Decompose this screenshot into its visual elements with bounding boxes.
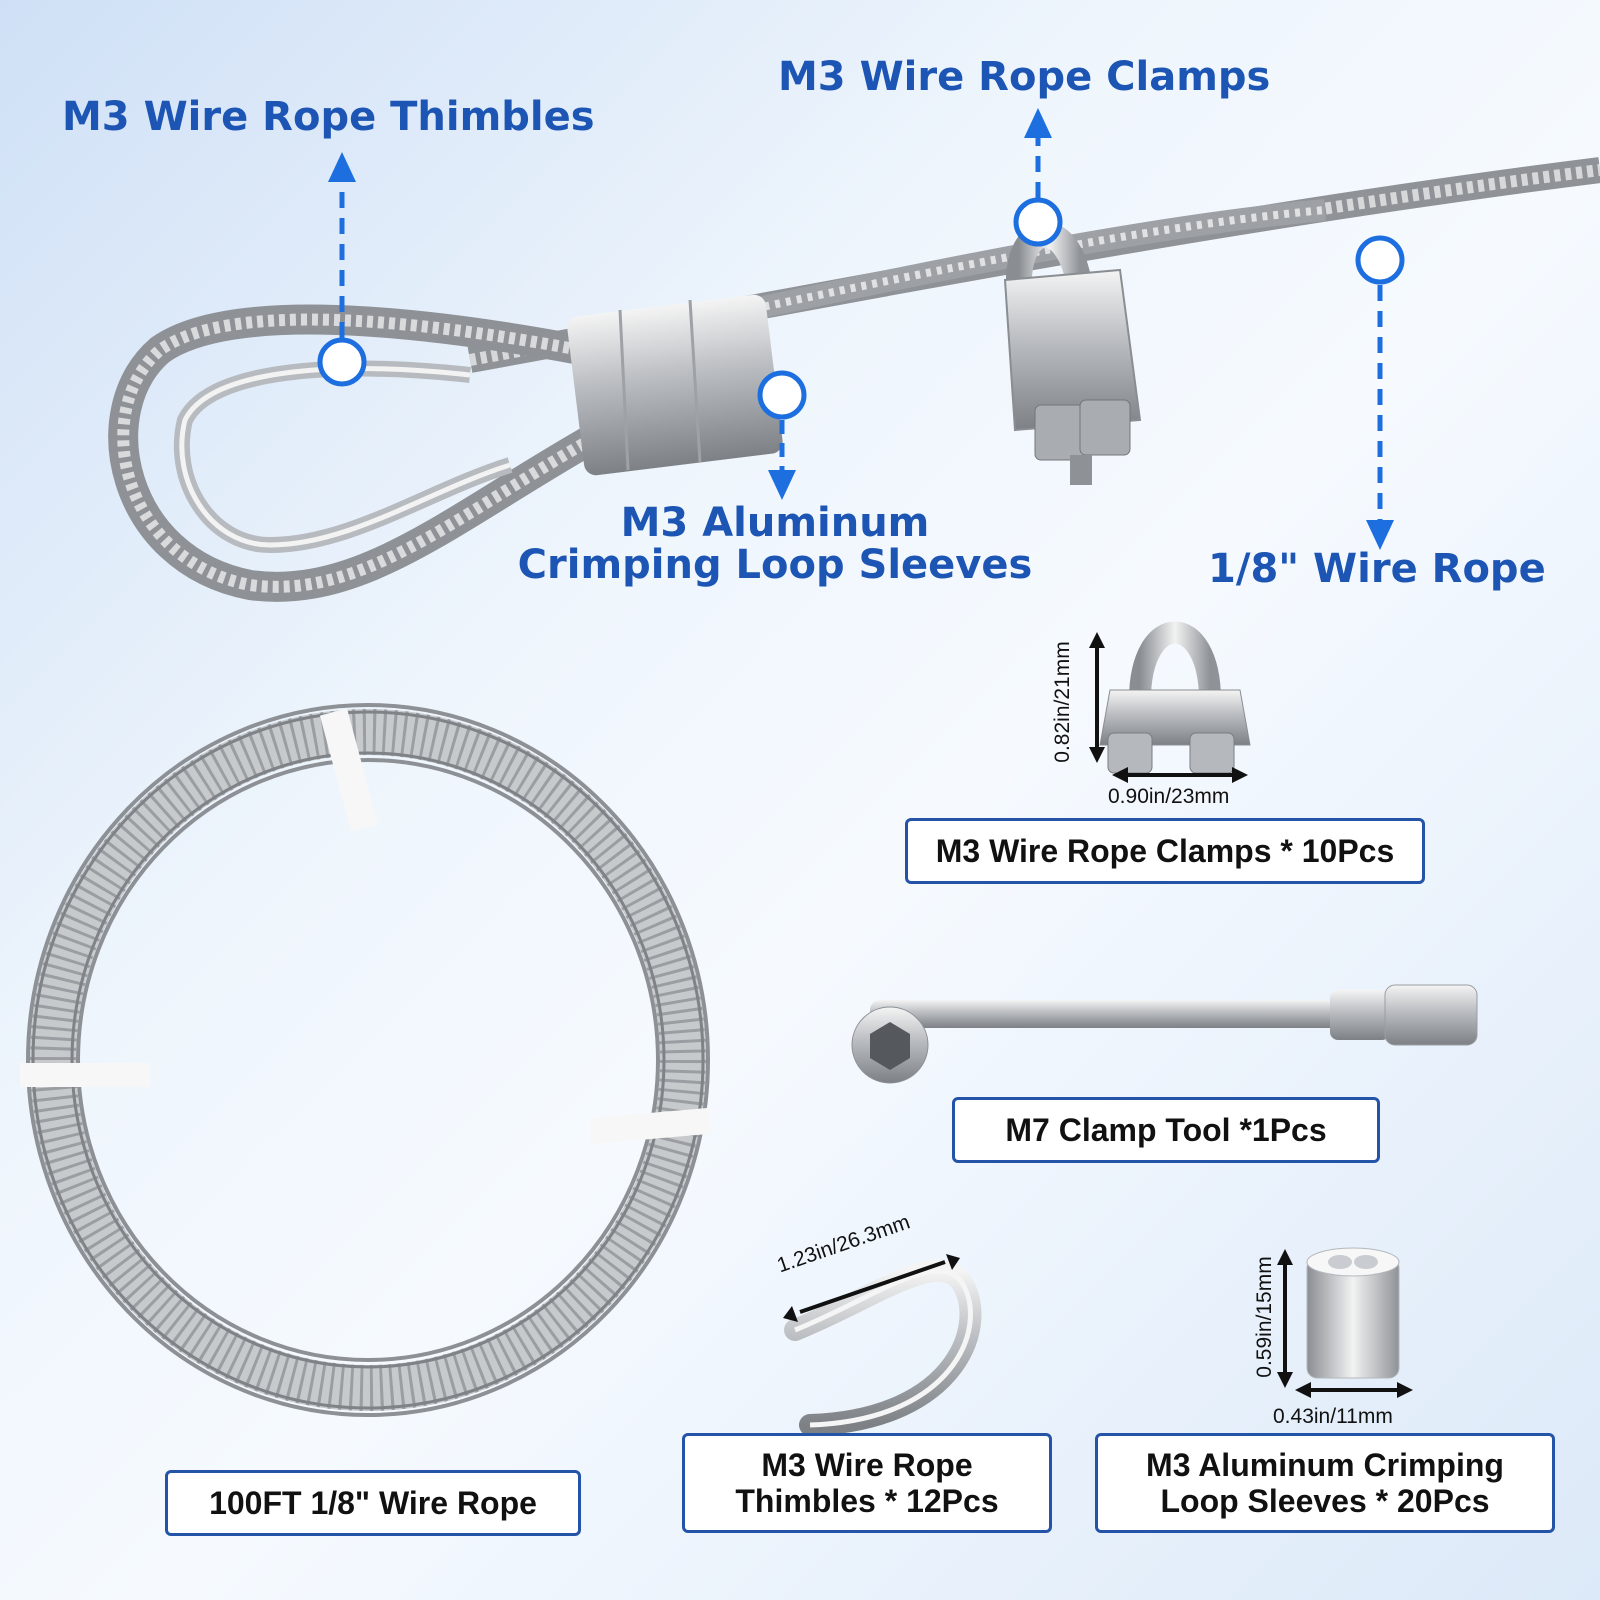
callout-thimbles: M3 Wire Rope Thimbles	[62, 94, 595, 140]
label-tool: M7 Clamp Tool *1Pcs	[952, 1097, 1380, 1163]
callout-sleeves-line2: Crimping Loop Sleeves	[517, 542, 1033, 588]
callout-clamps: M3 Wire Rope Clamps	[778, 54, 1271, 100]
top-wire-rope-clamp	[1003, 221, 1142, 485]
callout-wire-rope: 1/8" Wire Rope	[1208, 546, 1546, 592]
thimble-product	[784, 1259, 982, 1436]
label-thimbles-line2: Thimbles * 12Pcs	[735, 1483, 999, 1519]
thimble-dimension-arrow	[783, 1254, 960, 1322]
label-tool-text: M7 Clamp Tool *1Pcs	[1005, 1112, 1327, 1148]
label-sleeves: M3 Aluminum Crimping Loop Sleeves * 20Pc…	[1095, 1433, 1555, 1533]
label-sleeves-line2: Loop Sleeves * 20Pcs	[1160, 1483, 1490, 1519]
rope-coil	[20, 703, 711, 1417]
callout-sleeves-line1: M3 Aluminum	[620, 500, 930, 546]
callout-sleeves: M3 Aluminum Crimping Loop Sleeves	[495, 502, 1055, 586]
dim-sleeve-width: 0.43in/11mm	[1273, 1405, 1393, 1428]
top-thimble-loop	[108, 304, 598, 602]
clamp-product	[1099, 621, 1251, 774]
dim-clamp-height: 0.82in/21mm	[1051, 641, 1074, 763]
label-rope: 100FT 1/8" Wire Rope	[165, 1470, 581, 1536]
clamp-tool-product	[851, 984, 1478, 1084]
sleeve-product	[1306, 1247, 1400, 1379]
sleeve-dimension-arrows	[1277, 1249, 1413, 1398]
label-sleeves-line1: M3 Aluminum Crimping	[1146, 1447, 1504, 1483]
clamp-dimension-arrows	[1089, 632, 1248, 783]
label-thimbles-line1: M3 Wire Rope	[761, 1447, 973, 1483]
callout-arrows	[328, 108, 1394, 550]
label-clamps-text: M3 Wire Rope Clamps * 10Pcs	[935, 833, 1395, 869]
dim-clamp-width: 0.90in/23mm	[1108, 785, 1230, 808]
top-crimp-sleeve	[567, 294, 783, 476]
label-thimbles: M3 Wire Rope Thimbles * 12Pcs	[682, 1433, 1052, 1533]
dim-sleeve-height: 0.59in/15mm	[1253, 1256, 1276, 1378]
label-clamps: M3 Wire Rope Clamps * 10Pcs	[905, 818, 1425, 884]
label-rope-text: 100FT 1/8" Wire Rope	[209, 1485, 537, 1521]
callout-markers	[317, 197, 1405, 420]
